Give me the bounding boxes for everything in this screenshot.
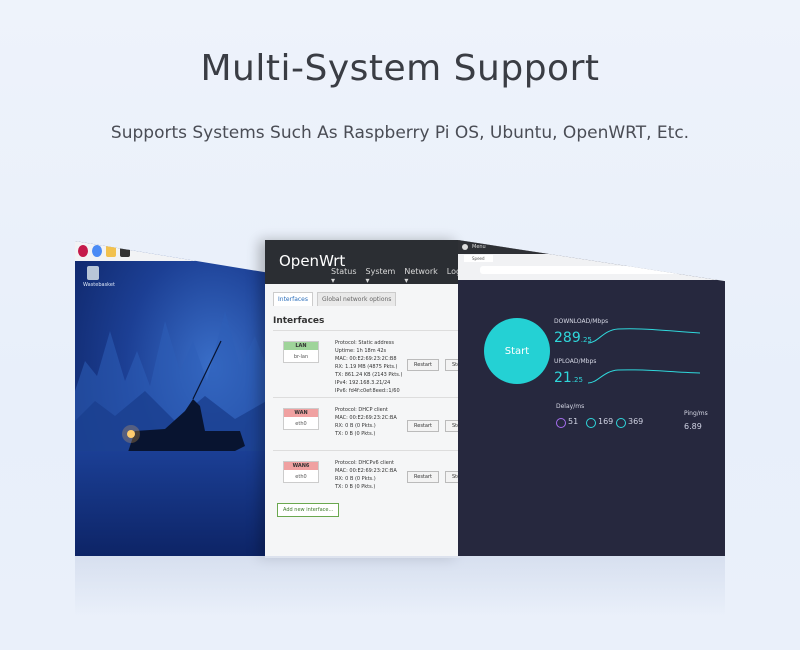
window-titlebar: Menu bbox=[458, 240, 725, 254]
download-value: 289.25 bbox=[554, 330, 592, 346]
info-line: MAC: 00:E2:69:23:2C:BA bbox=[335, 468, 397, 474]
page-title: Multi-System Support bbox=[200, 48, 600, 89]
terminal-icon[interactable] bbox=[120, 245, 130, 257]
restart-button[interactable]: Restart bbox=[407, 420, 439, 432]
wastebasket-shortcut[interactable]: Wastebasket bbox=[83, 266, 115, 288]
speed-graph bbox=[588, 328, 701, 384]
openwrt-navbar: OpenWrt Status ▾ System ▾ Network ▾ Logo… bbox=[265, 240, 460, 285]
restart-button[interactable]: Restart bbox=[407, 471, 439, 483]
restart-button[interactable]: Restart bbox=[407, 359, 439, 371]
add-interface-button[interactable]: Add new interface... bbox=[277, 503, 340, 517]
delay-icon-1 bbox=[556, 418, 566, 428]
start-button[interactable]: Start bbox=[484, 318, 550, 384]
mountain-scenery bbox=[75, 311, 305, 461]
browser-chrome: Menu Speed bbox=[458, 240, 725, 280]
download-dec: .25 bbox=[580, 336, 592, 344]
upload-dec: .25 bbox=[571, 376, 583, 384]
interface-info-wan6: Protocol: DHCPv6 client MAC: 00:E2:69:23… bbox=[335, 459, 397, 491]
ping-value: 6.89 bbox=[684, 422, 702, 431]
delay-value-1: 51 bbox=[568, 417, 579, 426]
info-line: IPv4: 192.168.3.21/24 bbox=[335, 380, 391, 386]
download-label: DOWNLOAD/Mbps bbox=[554, 318, 609, 325]
speedtest-window: Menu Speed Start DOWNLOAD/Mbps 289.25 UP… bbox=[458, 240, 725, 556]
page-subtitle: Supports Systems Such As Raspberry Pi OS… bbox=[110, 123, 690, 143]
tab-global-network-options[interactable]: Global network options bbox=[317, 292, 397, 306]
openwrt-tabs: Interfaces Global network options bbox=[265, 284, 460, 306]
address-bar[interactable] bbox=[480, 266, 704, 274]
stop-button[interactable]: Stop bbox=[445, 471, 460, 483]
interface-badge-wan6: WAN6 eth0 bbox=[283, 461, 319, 483]
info-line: Protocol: Static address bbox=[335, 340, 394, 346]
delay-value-2: 169 bbox=[598, 417, 614, 426]
info-line: RX: 0 B (0 Pkts.) bbox=[335, 423, 376, 429]
ping-label: Ping/ms bbox=[684, 410, 708, 417]
folder-icon[interactable] bbox=[106, 245, 116, 257]
interface-badge-lan: LAN br-lan bbox=[283, 341, 319, 363]
interface-name: WAN6 bbox=[284, 462, 318, 470]
delay-icon-3 bbox=[616, 418, 626, 428]
stop-button[interactable]: Stop bbox=[445, 420, 460, 432]
tab-interfaces[interactable]: Interfaces bbox=[273, 292, 313, 306]
info-line: MAC: 00:E2:69:23:2C:BA bbox=[335, 415, 397, 421]
browser-icon[interactable] bbox=[92, 245, 102, 257]
upload-curve bbox=[588, 369, 701, 384]
interface-device: eth0 bbox=[295, 421, 307, 427]
stop-button[interactable]: Stop bbox=[445, 359, 460, 371]
download-curve bbox=[588, 328, 701, 344]
openwrt-menu: Status ▾ System ▾ Network ▾ Logout bbox=[331, 267, 460, 285]
interface-device: eth0 bbox=[295, 474, 307, 480]
interface-row-wan: WAN eth0 Protocol: DHCP client MAC: 00:E… bbox=[273, 397, 460, 450]
menu-system[interactable]: System ▾ bbox=[365, 267, 396, 285]
window-title: Menu bbox=[472, 244, 486, 250]
floor-reflection bbox=[75, 556, 725, 616]
upload-value: 21.25 bbox=[554, 370, 583, 386]
openwrt-window: OpenWrt Status ▾ System ▾ Network ▾ Logo… bbox=[265, 240, 460, 558]
info-line: Uptime: 1h 18m 42s bbox=[335, 348, 387, 354]
info-line: Protocol: DHCPv6 client bbox=[335, 460, 395, 466]
upload-label: UPLOAD/Mbps bbox=[554, 358, 597, 365]
menu-logout[interactable]: Logout bbox=[446, 267, 460, 276]
interfaces-heading: Interfaces bbox=[273, 316, 325, 326]
info-line: TX: 861.24 KB (2143 Pkts.) bbox=[335, 372, 403, 378]
delay-label: Delay/ms bbox=[556, 403, 585, 410]
info-line: Protocol: DHCP client bbox=[335, 407, 388, 413]
menu-network[interactable]: Network ▾ bbox=[404, 267, 438, 285]
upload-int: 21 bbox=[554, 370, 572, 386]
info-line: IPv6: fd4f:c0ef:8eed::1/60 bbox=[335, 388, 400, 394]
delay-value-3: 369 bbox=[628, 417, 644, 426]
interface-info-wan: Protocol: DHCP client MAC: 00:E2:69:23:2… bbox=[335, 406, 397, 438]
app-menu-icon[interactable] bbox=[462, 244, 468, 250]
interface-name: WAN bbox=[284, 409, 318, 417]
interface-row-wan6: WAN6 eth0 Protocol: DHCPv6 client MAC: 0… bbox=[273, 450, 460, 501]
interface-row-lan: LAN br-lan Protocol: Static address Upti… bbox=[273, 330, 460, 397]
interface-info-lan: Protocol: Static address Uptime: 1h 18m … bbox=[335, 339, 402, 395]
info-line: RX: 0 B (0 Pkts.) bbox=[335, 476, 376, 482]
trash-label: Wastebasket bbox=[83, 282, 115, 288]
interface-device: br-lan bbox=[293, 354, 309, 360]
info-line: RX: 1.19 MB (4875 Pkts.) bbox=[335, 364, 398, 370]
info-line: TX: 0 B (0 Pkts.) bbox=[335, 431, 376, 437]
download-int: 289 bbox=[554, 330, 581, 346]
info-line: MAC: 00:E2:69:23:2C:B8 bbox=[335, 356, 397, 362]
delay-icon-2 bbox=[586, 418, 596, 428]
info-line: TX: 0 B (0 Pkts.) bbox=[335, 484, 376, 490]
interface-name: LAN bbox=[284, 342, 318, 350]
raspberry-icon[interactable] bbox=[78, 245, 88, 257]
openwrt-brand[interactable]: OpenWrt bbox=[279, 252, 346, 270]
trash-icon bbox=[87, 266, 99, 280]
interface-badge-wan: WAN eth0 bbox=[283, 408, 319, 430]
browser-tab[interactable]: Speed bbox=[464, 255, 493, 262]
menu-status[interactable]: Status ▾ bbox=[331, 267, 357, 285]
